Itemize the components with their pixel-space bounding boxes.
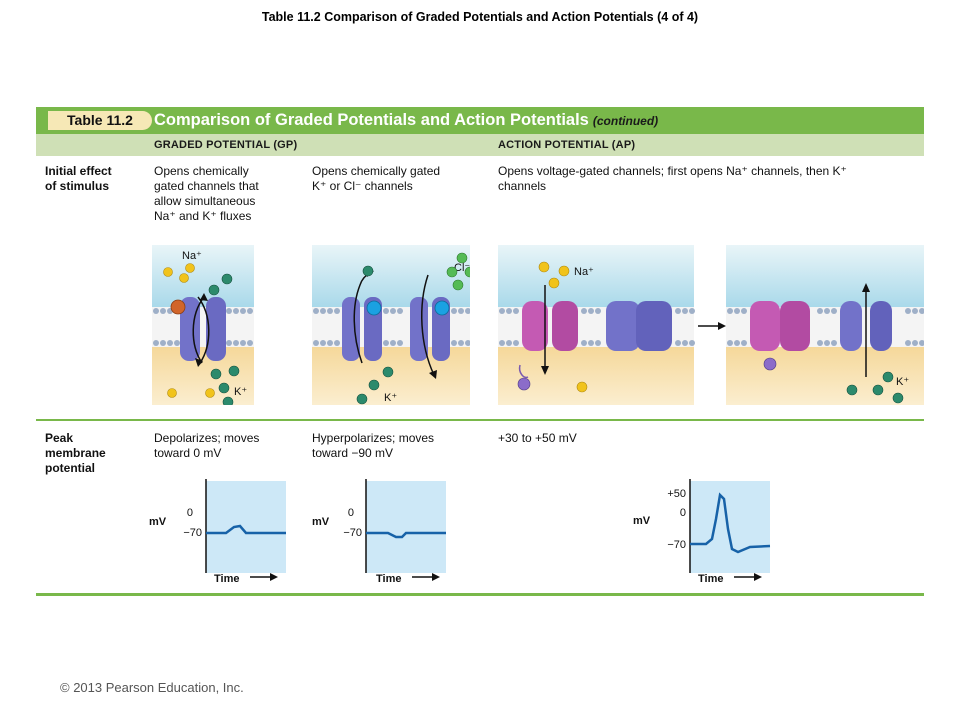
gp1-channel-diagram: Na⁺ K⁺	[152, 245, 254, 405]
ap-channel-diagram: Na⁺ K⁺	[498, 245, 924, 405]
ion-label-bottom: K⁺	[234, 386, 247, 398]
gp2-voltage-graph: mV 0 −70 Time	[312, 479, 446, 583]
graph-ylabel: mV	[149, 516, 167, 528]
graph-xlabel: Time	[376, 573, 401, 583]
cell-line: gated channels that	[154, 179, 259, 193]
sodium-channel-open	[522, 301, 578, 351]
table-title: Comparison of Graded Potentials and Acti…	[154, 109, 658, 132]
potassium-ions	[356, 265, 394, 405]
table-title-suffix: (continued)	[592, 114, 659, 128]
ion-label-top: Na⁺	[574, 266, 594, 278]
cell-gp2-peak: Hyperpolarizes; moves toward −90 mV	[312, 431, 434, 461]
gp1-trace	[206, 524, 286, 535]
graph-tick: −70	[667, 539, 686, 551]
row-label-line: membrane	[45, 446, 106, 460]
graph-tick: +50	[667, 488, 686, 500]
graph-tick: −70	[183, 527, 202, 539]
row-label-line: Peak	[45, 431, 74, 445]
cell-gp1-initial: Opens chemically gated channels that all…	[154, 164, 259, 224]
comparison-table: Table 11.2 Comparison of Graded Potentia…	[36, 107, 924, 596]
gp1-voltage-graph: mV 0 −70 Time	[149, 479, 286, 583]
cell-line: allow simultaneous	[154, 194, 256, 208]
time-arrow-icon	[270, 573, 278, 581]
column-header-bar: GRADED POTENTIAL (GP) ACTION POTENTIAL (…	[36, 134, 924, 156]
cell-ap-initial: Opens voltage-gated channels; first open…	[498, 164, 847, 194]
cell-line: toward −90 mV	[312, 446, 394, 460]
graph-tick: 0	[187, 507, 193, 519]
graph-tick: 0	[680, 507, 686, 519]
ligand-molecule	[434, 300, 450, 316]
cell-line: +30 to +50 mV	[498, 431, 577, 445]
ion-label-bottom: K⁺	[896, 376, 909, 388]
graph-tick: 0	[348, 507, 354, 519]
extracellular-region	[726, 245, 924, 307]
cell-gp1-peak: Depolarizes; moves toward 0 mV	[154, 431, 259, 461]
cell-line: toward 0 mV	[154, 446, 222, 460]
graph-ylabel: mV	[312, 516, 330, 528]
cell-gp2-initial: Opens chemically gated K⁺ or Cl⁻ channel…	[312, 164, 440, 194]
row-label-line: of stimulus	[45, 179, 110, 193]
potassium-channel-open	[840, 301, 892, 351]
gp2-trace	[366, 531, 446, 539]
graph-xlabel: Time	[698, 573, 723, 583]
ion-label-bottom: K⁺	[384, 392, 397, 404]
cell-line: Opens voltage-gated channels; first open…	[498, 164, 847, 178]
inactivation-ball	[517, 377, 531, 391]
ligand-molecule	[170, 299, 186, 315]
sodium-channel-inactivated	[750, 301, 810, 351]
sodium-ions	[163, 263, 215, 398]
table-bottom-rule	[36, 593, 924, 596]
graph-plot-area	[690, 481, 770, 573]
row-divider	[36, 419, 924, 421]
potassium-channel-closed	[606, 301, 672, 351]
ligand-molecule	[366, 300, 382, 316]
table-header-bar: Table 11.2 Comparison of Graded Potentia…	[36, 107, 924, 134]
graph-plot-area	[206, 481, 286, 573]
time-arrow-icon	[754, 573, 762, 581]
gp2-channel-diagram: Cl⁻ K⁺	[312, 245, 470, 405]
cell-line: channels	[498, 179, 547, 193]
copyright-notice: © 2013 Pearson Education, Inc.	[60, 680, 244, 695]
graph-tick: −70	[343, 527, 362, 539]
column-header-gp: GRADED POTENTIAL (GP)	[154, 139, 298, 151]
cell-line: Depolarizes; moves	[154, 431, 260, 445]
page-title: Table 11.2 Comparison of Graded Potentia…	[261, 10, 699, 24]
intracellular-region	[498, 347, 694, 405]
cell-line: Opens chemically gated	[312, 164, 441, 178]
graph-ylabel: mV	[633, 515, 651, 527]
chloride-ions	[446, 252, 470, 291]
cell-line: Na⁺ and K⁺ fluxes	[154, 209, 252, 223]
inactivation-gate	[518, 364, 529, 379]
ap-voltage-graph: mV +50 0 −70 Time	[633, 479, 771, 583]
extracellular-region	[498, 245, 694, 307]
ion-label-top: Na⁺	[182, 250, 202, 262]
row-label-line: potential	[45, 461, 95, 475]
cell-line: Hyperpolarizes; moves	[312, 431, 435, 445]
sodium-ions	[538, 261, 588, 393]
cell-line: Opens chemically	[154, 164, 249, 178]
row-label-initial-effect: Initial effect of stimulus	[45, 164, 112, 194]
inactivation-ball	[763, 357, 777, 371]
potassium-ions	[846, 371, 904, 404]
ap-trace	[690, 492, 771, 554]
extracellular-region	[312, 245, 470, 307]
potassium-ions	[208, 273, 240, 405]
table-number-badge: Table 11.2	[48, 111, 152, 130]
graph-xlabel: Time	[214, 573, 239, 583]
row-label-peak-potential: Peak membrane potential	[45, 431, 106, 476]
graph-plot-area	[366, 481, 446, 573]
cell-line: K⁺ or Cl⁻ channels	[312, 179, 413, 193]
row-label-line: Initial effect	[45, 164, 112, 178]
column-header-ap: ACTION POTENTIAL (AP)	[498, 139, 636, 151]
table-title-text: Comparison of Graded Potentials and Acti…	[154, 111, 589, 129]
cell-ap-peak: +30 to +50 mV	[498, 431, 577, 446]
lipid-bilayer	[152, 307, 254, 347]
time-arrow-icon	[432, 573, 440, 581]
